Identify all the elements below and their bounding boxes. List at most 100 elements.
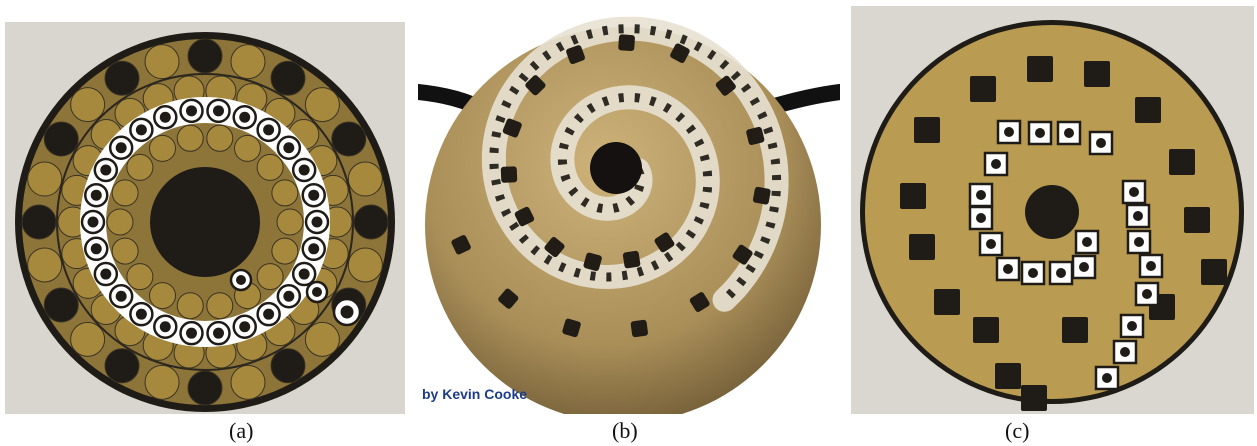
- outer-ring-circle: [271, 349, 305, 383]
- panel-a-diagram: [5, 22, 405, 414]
- dark-square: [1027, 56, 1053, 82]
- white-ring-dot: [88, 217, 99, 228]
- dark-square: [1084, 61, 1110, 87]
- white-ring-dot: [186, 328, 197, 339]
- dark-square: [1021, 385, 1047, 411]
- white-ring-dot: [136, 309, 147, 320]
- caption-b: (b): [612, 418, 638, 444]
- concentric-rings-diagram: [5, 22, 405, 414]
- inner-ring-circle: [235, 135, 261, 161]
- white-ring-dot: [213, 105, 224, 116]
- inner-ring-circle: [150, 283, 176, 309]
- inner-ring-circle: [112, 238, 138, 264]
- white-ring-dot: [116, 142, 127, 153]
- dark-square: [914, 117, 940, 143]
- outer-ring-circle: [44, 122, 78, 156]
- white-ring-dot: [263, 124, 274, 135]
- inner-ring-circle: [257, 264, 283, 290]
- inner-ring-circle: [112, 180, 138, 206]
- white-ring-dot: [213, 328, 224, 339]
- white-ring-dot: [299, 269, 310, 280]
- dark-square: [1184, 207, 1210, 233]
- outer-ring-circle: [188, 39, 222, 73]
- white-square-dot: [1082, 237, 1092, 247]
- outer-ring-circle: [271, 61, 305, 95]
- white-square-dot: [1102, 373, 1112, 383]
- white-ring-dot: [91, 190, 102, 201]
- white-ring-dot: [160, 112, 171, 123]
- dark-square: [752, 186, 771, 205]
- white-ring-dot: [283, 291, 294, 302]
- white-ring-dot: [312, 217, 323, 228]
- dark-square: [900, 183, 926, 209]
- inner-ring-circle: [272, 238, 298, 264]
- caption-c: (c): [1005, 418, 1029, 444]
- white-ring-dot: [100, 269, 111, 280]
- inner-ring-circle: [277, 209, 303, 235]
- outer-ring-circle: [354, 205, 388, 239]
- outer-ring-circle: [145, 45, 179, 79]
- white-square-dot: [1134, 237, 1144, 247]
- outer-ring-circle: [71, 88, 105, 122]
- white-ring-dot: [308, 243, 319, 254]
- caption-a: (a): [229, 418, 253, 444]
- dark-square: [1169, 149, 1195, 175]
- spiral-squares-diagram: [851, 6, 1254, 414]
- inner-ring-circle: [272, 180, 298, 206]
- inner-ring-circle: [177, 293, 203, 319]
- outer-ring-circle: [348, 162, 382, 196]
- outer-ring-circle: [145, 365, 179, 399]
- outer-ring-circle: [105, 61, 139, 95]
- extra-white-dot: [312, 287, 322, 297]
- inner-ring-circle: [150, 135, 176, 161]
- center-disc: [150, 167, 260, 277]
- white-square-dot: [1127, 321, 1137, 331]
- inner-ring-circle: [207, 125, 233, 151]
- outer-ring-circle: [22, 205, 56, 239]
- white-square-dot: [1096, 138, 1106, 148]
- inner-ring-circle: [177, 125, 203, 151]
- white-square-dot: [1003, 264, 1013, 274]
- white-square-dot: [1142, 289, 1152, 299]
- white-ring-dot: [186, 105, 197, 116]
- outer-ring-circle: [305, 88, 339, 122]
- inner-ring-circle: [127, 264, 153, 290]
- outer-ring-circle: [332, 122, 366, 156]
- dark-square: [970, 76, 996, 102]
- extra-white-dot: [236, 275, 246, 285]
- white-square-dot: [976, 213, 986, 223]
- outer-ring-circle: [231, 365, 265, 399]
- outer-ring-circle: [28, 248, 62, 282]
- outer-ring-circle: [305, 322, 339, 356]
- white-square-dot: [1035, 128, 1045, 138]
- dark-square: [1135, 97, 1161, 123]
- white-square-dot: [1133, 211, 1143, 221]
- center-disc: [1025, 185, 1079, 239]
- dark-square: [909, 234, 935, 260]
- white-ring-dot: [263, 309, 274, 320]
- outer-ring-circle: [71, 322, 105, 356]
- inner-ring-circle: [207, 293, 233, 319]
- dark-square: [1062, 317, 1088, 343]
- white-square-dot: [986, 239, 996, 249]
- dark-square: [623, 250, 641, 268]
- white-ring-dot: [136, 124, 147, 135]
- photo-credit: by Kevin Cooke: [422, 386, 527, 402]
- inner-ring-circle: [127, 154, 153, 180]
- dark-square: [934, 289, 960, 315]
- dark-square: [501, 166, 518, 183]
- outer-ring-circle: [44, 288, 78, 322]
- white-ring-dot: [299, 164, 310, 175]
- white-square-dot: [1064, 128, 1074, 138]
- white-ring-dot: [100, 164, 111, 175]
- panel-b-photo: by Kevin Cooke: [418, 0, 840, 414]
- outer-ring-circle: [348, 248, 382, 282]
- white-square-dot: [1079, 262, 1089, 272]
- dark-square: [995, 363, 1021, 389]
- inner-ring-circle: [257, 154, 283, 180]
- dark-square: [618, 34, 635, 51]
- white-square-dot: [1129, 187, 1139, 197]
- white-square-dot: [991, 159, 1001, 169]
- center-dot: [590, 142, 642, 194]
- panel-c-diagram: [851, 6, 1254, 414]
